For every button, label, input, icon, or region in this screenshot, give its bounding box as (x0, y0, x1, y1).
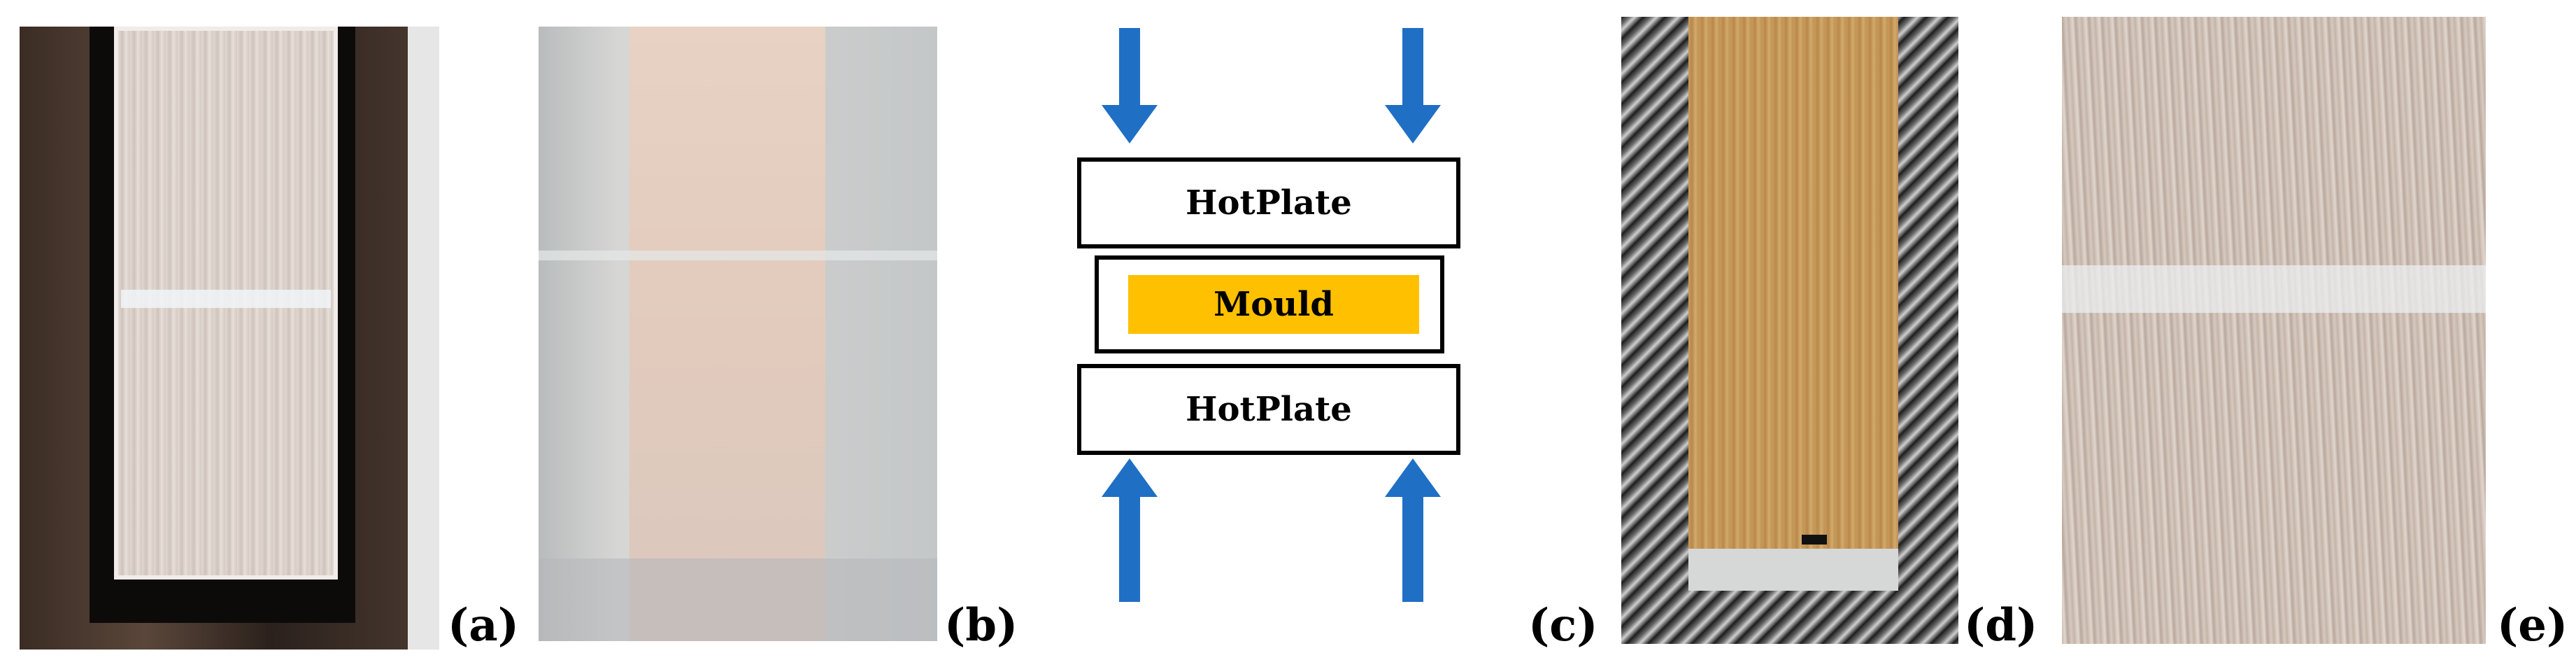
panel-label-e: (e) (2497, 599, 2568, 652)
hot-plate-top: HotPlate (1077, 157, 1460, 248)
hot-plate-bottom-label: HotPlate (1186, 390, 1352, 429)
tape-band (121, 290, 331, 308)
specimen-strip (1688, 17, 1898, 549)
panel-label-d: (d) (1964, 599, 2038, 652)
specimen-photo-b (539, 27, 937, 641)
hot-plate-top-label: HotPlate (1186, 183, 1352, 223)
mould-block: Mould (1128, 275, 1419, 334)
fibre-closeup-photo-e (2062, 17, 2486, 644)
panel-label-b: (b) (944, 599, 1018, 652)
arrow-down-left-icon (1102, 28, 1158, 143)
specimen-photo-d (1621, 17, 1958, 644)
panel-label-c: (c) (1528, 599, 1598, 652)
specimen-mark (1802, 535, 1827, 545)
tape-band (539, 251, 937, 260)
arrow-up-left-icon (1102, 458, 1158, 602)
shadow-region (539, 559, 937, 641)
mould-label: Mould (1214, 285, 1334, 324)
hot-plate-bottom: HotPlate (1077, 364, 1460, 455)
panel-label-a: (a) (448, 599, 520, 652)
arrow-down-right-icon (1385, 28, 1441, 143)
specimen-base (1688, 549, 1898, 591)
specimen-photo-a (20, 27, 439, 650)
mould-box: Mould (1095, 255, 1444, 353)
specimen-strip (629, 27, 825, 641)
tape-band (2062, 265, 2486, 313)
frame-edge (408, 27, 439, 650)
hot-press-diagram: HotPlate Mould HotPlate (1049, 28, 1539, 609)
arrow-up-right-icon (1385, 458, 1441, 602)
